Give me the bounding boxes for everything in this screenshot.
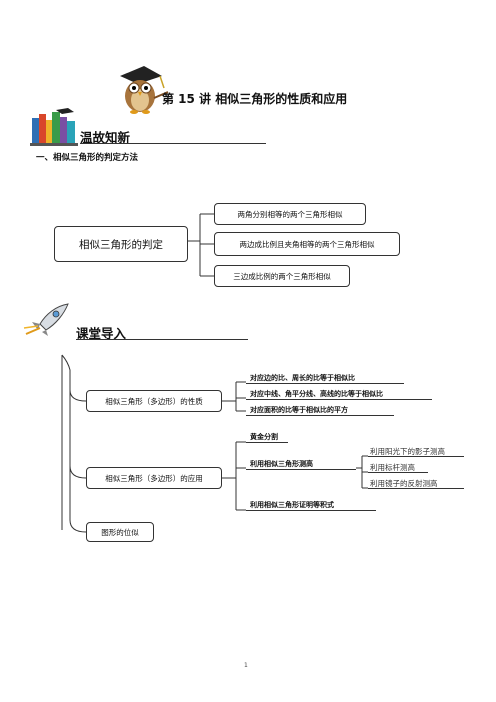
judge-branch-sas: 两边成比例且夹角相等的两个三角形相似 (214, 232, 400, 256)
section-divider (76, 339, 248, 340)
branch-underline (368, 472, 428, 473)
judge-root-node: 相似三角形的判定 (54, 226, 188, 262)
subheading-judgement-methods: 一、相似三角形的判定方法 (36, 153, 139, 163)
owl-teacher-icon (120, 66, 169, 114)
property-medians-bisectors-heights: 对应中线、角平分线、高线的比等于相似比 (250, 390, 383, 398)
page-title: 第 15 讲 相似三角形的性质和应用 (162, 92, 348, 106)
measure-by-pole: 利用标杆测高 (370, 463, 415, 472)
branch-underline (246, 415, 394, 416)
application-measure-height: 利用相似三角形测高 (250, 460, 313, 468)
property-areas: 对应面积的比等于相似比的平方 (250, 406, 348, 414)
property-sides-perimeter: 对应边的比、周长的比等于相似比 (250, 374, 355, 382)
mindmap-node-properties: 相似三角形（多边形）的性质 (86, 390, 222, 412)
section-heading-intro: 课堂导入 (76, 326, 127, 341)
measure-by-mirror: 利用镜子的反射测高 (370, 479, 438, 488)
branch-underline (368, 456, 464, 457)
judge-branch-sss: 三边成比例的两个三角形相似 (214, 265, 350, 287)
branch-underline (246, 399, 432, 400)
measure-by-shadow: 利用阳光下的影子测高 (370, 447, 445, 456)
application-golden-ratio: 黄金分割 (250, 433, 278, 441)
section-divider (80, 143, 266, 144)
branch-underline (246, 442, 288, 443)
rocket-icon (23, 303, 69, 336)
application-prove-products: 利用相似三角形证明等积式 (250, 501, 334, 509)
books-icon (30, 108, 78, 146)
branch-underline (246, 383, 404, 384)
page-number: 1 (244, 662, 248, 669)
branch-underline (246, 469, 356, 470)
branch-underline (368, 488, 464, 489)
mindmap-node-homothety: 图形的位似 (86, 522, 154, 542)
mindmap-node-applications: 相似三角形（多边形）的应用 (86, 467, 222, 489)
branch-underline (246, 510, 376, 511)
judge-branch-two-angles: 两角分别相等的两个三角形相似 (214, 203, 366, 225)
section-heading-review: 温故知新 (80, 130, 131, 145)
